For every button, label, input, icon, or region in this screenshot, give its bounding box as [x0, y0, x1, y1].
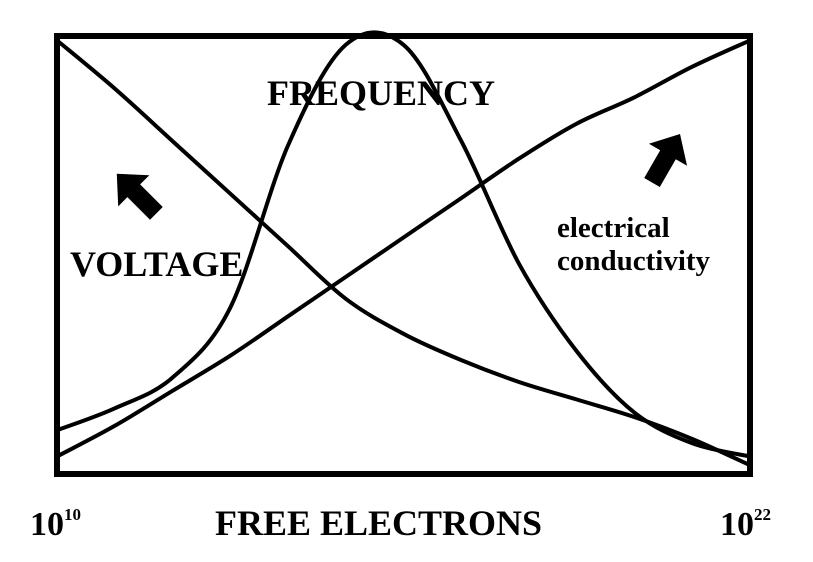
x-tick-label-max: 1022	[720, 506, 771, 542]
x-tick-max-exponent: 22	[754, 505, 771, 524]
voltage-direction-arrow-icon	[116, 173, 163, 220]
plot-frame	[54, 33, 753, 477]
x-tick-max-base: 10	[720, 506, 754, 543]
series-label-conductivity: electrical conductivity	[557, 212, 711, 278]
x-tick-min-exponent: 10	[64, 505, 81, 524]
x-tick-label-min: 1010	[30, 506, 81, 542]
series-line-voltage	[55, 38, 752, 468]
conductivity-direction-arrow-icon	[644, 134, 688, 188]
series-layer	[55, 30, 752, 468]
series-line-frequency	[55, 30, 752, 459]
x-tick-min-base: 10	[30, 506, 64, 543]
series-line-conductivity	[55, 38, 752, 459]
x-axis-label: FREE ELECTRONS	[215, 503, 543, 543]
series-label-frequency: FREQUENCY	[267, 73, 496, 113]
series-label-voltage: VOLTAGE	[70, 244, 244, 284]
